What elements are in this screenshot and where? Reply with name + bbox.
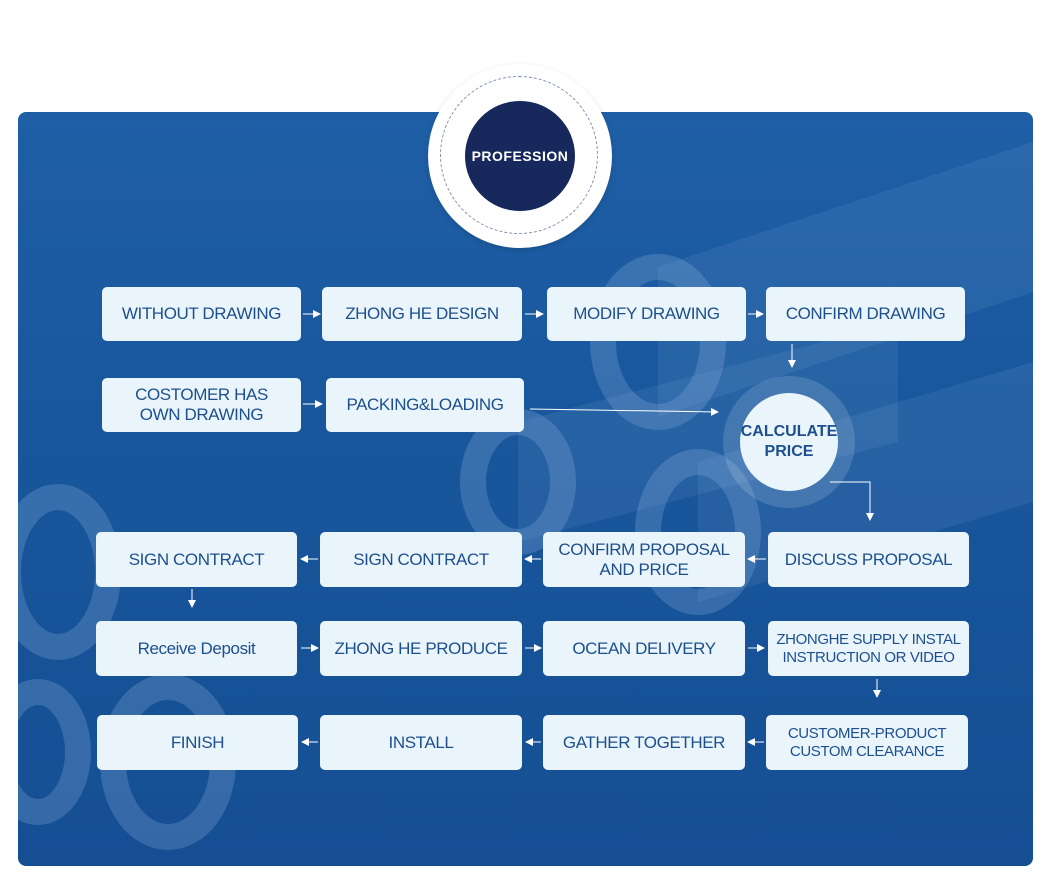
step-gather-together: GATHER TOGETHER (543, 715, 745, 770)
step-install: INSTALL (320, 715, 522, 770)
step-without-drawing: WITHOUT DRAWING (102, 287, 301, 341)
step-receive-deposit: Receive Deposit (96, 621, 297, 676)
step-modify-drawing: MODIFY DRAWING (547, 287, 746, 341)
step-packing-loading: PACKING&LOADING (326, 378, 524, 432)
step-zhong-he-produce: ZHONG HE PRODUCE (320, 621, 522, 676)
step-finish: FINISH (97, 715, 298, 770)
step-confirm-drawing: CONFIRM DRAWING (766, 287, 965, 341)
profession-badge: PROFESSION (428, 64, 612, 248)
step-calculate-price: CALCULATE PRICE (740, 393, 838, 491)
step-sign-contract: SIGN CONTRACT (320, 532, 522, 587)
step-supply-instal-instruction: ZHONGHE SUPPLY INSTAL INSTRUCTION OR VID… (768, 621, 969, 676)
step-zhong-he-design: ZHONG HE DESIGN (322, 287, 522, 341)
step-sign-contract-left: SIGN CONTRACT (96, 532, 297, 587)
step-ocean-delivery: OCEAN DELIVERY (543, 621, 745, 676)
step-customer-has-drawing: COSTOMER HAS OWN DRAWING (102, 378, 301, 432)
step-discuss-proposal: DISCUSS PROPOSAL (768, 532, 969, 587)
badge-dashed-ring (440, 76, 598, 234)
badge-label: PROFESSION (465, 101, 575, 211)
step-custom-clearance: CUSTOMER-PRODUCT CUSTOM CLEARANCE (766, 715, 968, 770)
step-confirm-proposal: CONFIRM PROPOSAL AND PRICE (543, 532, 745, 587)
